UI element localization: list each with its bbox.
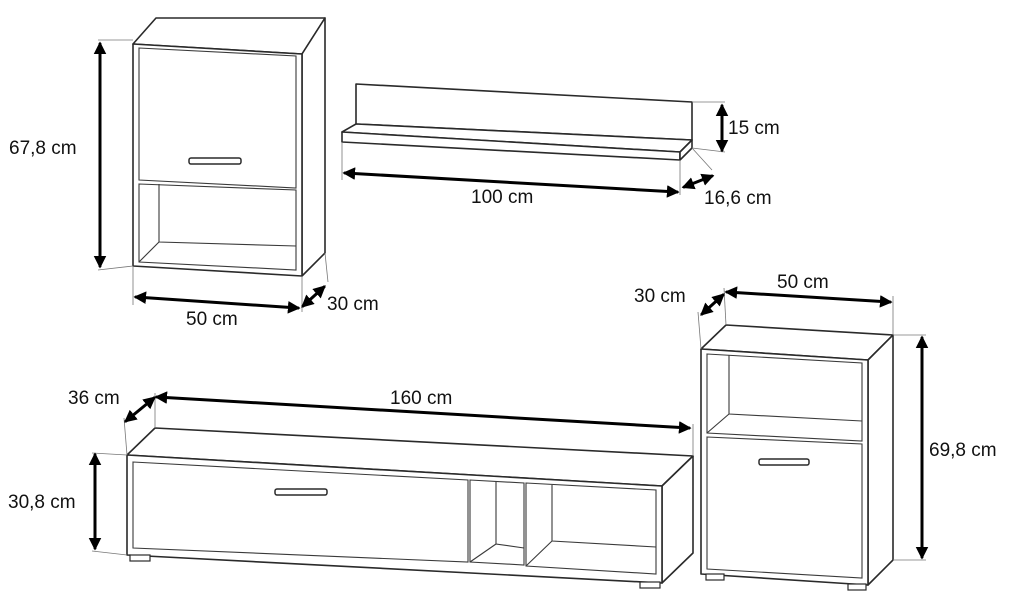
tv-stand-dimensions: 160 cm 36 cm 30,8 cm — [8, 388, 694, 556]
wall-cabinet-depth-label: 30 cm — [327, 294, 379, 315]
wall-cabinet-niche — [138, 183, 297, 271]
floor-cabinet-depth-label: 30 cm — [634, 286, 686, 307]
floor-cabinet-foot-left — [705, 573, 725, 581]
tv-stand-front — [126, 454, 663, 584]
wall-cabinet-side — [301, 17, 326, 277]
shelf-dimensions: 15 cm 100 cm 16,6 cm — [341, 101, 780, 209]
floor-cabinet — [700, 324, 894, 591]
tv-stand-depth-arrow — [124, 396, 156, 423]
floor-cabinet-dimensions: 50 cm 30 cm 69,8 cm — [634, 272, 997, 561]
tv-stand — [126, 427, 694, 589]
floor-cabinet-height-label: 69,8 cm — [929, 440, 997, 461]
wall-cabinet-dimensions: 67,8 cm 50 cm 30 cm — [9, 39, 379, 330]
shelf-width-arrow — [342, 167, 680, 198]
wall-cabinet-width-arrow — [133, 291, 301, 314]
shelf-depth-label: 16,6 cm — [704, 188, 772, 209]
tv-stand-width-label: 160 cm — [390, 388, 452, 409]
floor-cabinet-width-arrow — [724, 286, 893, 308]
floor-cabinet-foot-right — [847, 583, 867, 591]
floor-cabinet-handle — [758, 458, 810, 466]
wall-cabinet — [132, 17, 326, 277]
shelf-depth-arrow — [681, 173, 715, 190]
wall-cabinet-height-label: 67,8 cm — [9, 138, 77, 159]
tv-stand-handle — [274, 488, 328, 496]
tv-stand-foot-right — [639, 581, 661, 589]
tv-stand-middle-niche — [469, 479, 525, 566]
floor-cabinet-depth-arrow — [700, 293, 725, 316]
tv-stand-depth-label: 36 cm — [68, 388, 120, 409]
tv-stand-foot-left — [129, 554, 151, 562]
tv-stand-height-label: 30,8 cm — [8, 492, 76, 513]
floor-cabinet-width-label: 50 cm — [777, 272, 829, 293]
tv-stand-width-arrow — [154, 391, 692, 434]
floor-cabinet-front — [700, 348, 869, 586]
shelf-width-label: 100 cm — [471, 187, 533, 208]
shelf-height-label: 15 cm — [728, 118, 780, 139]
wall-cabinet-door — [138, 47, 297, 189]
tv-stand-door — [132, 461, 469, 563]
wall-shelf — [341, 83, 693, 161]
floor-cabinet-side — [867, 334, 894, 586]
floor-cabinet-door — [706, 436, 863, 579]
wall-cabinet-handle — [188, 157, 242, 165]
tv-stand-right-niche — [525, 482, 657, 575]
wall-cabinet-depth-arrow — [301, 285, 326, 308]
floor-cabinet-niche — [706, 353, 863, 442]
wall-cabinet-width-label: 50 cm — [186, 309, 238, 330]
